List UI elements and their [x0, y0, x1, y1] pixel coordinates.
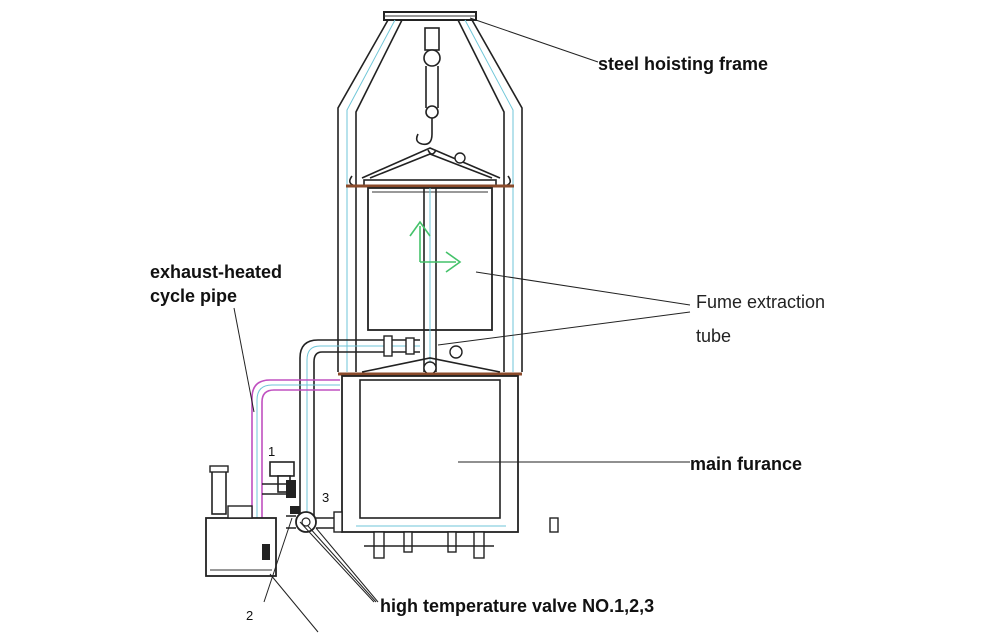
valve-3	[286, 506, 343, 533]
label-cycle-pipe: cycle pipe	[150, 286, 237, 306]
label-main-furnace: main furance	[690, 454, 802, 474]
valve-number-2: 2	[246, 608, 253, 623]
fume-extraction-tube	[299, 335, 463, 520]
label-exhaust-heated: exhaust-heated	[150, 262, 282, 282]
leader-lines	[233, 17, 691, 633]
valve-number-1: 1	[268, 444, 275, 459]
valve-number-3: 3	[322, 490, 329, 505]
label-fume-extraction: Fume extraction	[696, 292, 825, 312]
upper-lifting-yoke	[346, 147, 514, 188]
label-high-temperature-valves: high temperature valve NO.1,2,3	[380, 596, 654, 616]
upper-vessel	[367, 187, 493, 372]
direction-arrow	[409, 220, 462, 273]
label-steel-hoisting-frame: steel hoisting frame	[598, 54, 768, 74]
heater-unit	[205, 465, 277, 577]
hoist-hook	[415, 27, 441, 155]
exhaust-heated-cycle-pipe	[251, 379, 340, 520]
label-fume-tube: tube	[696, 326, 731, 346]
main-furnace	[338, 357, 559, 559]
valve-1	[262, 461, 296, 498]
steel-hoisting-frame	[337, 11, 523, 372]
